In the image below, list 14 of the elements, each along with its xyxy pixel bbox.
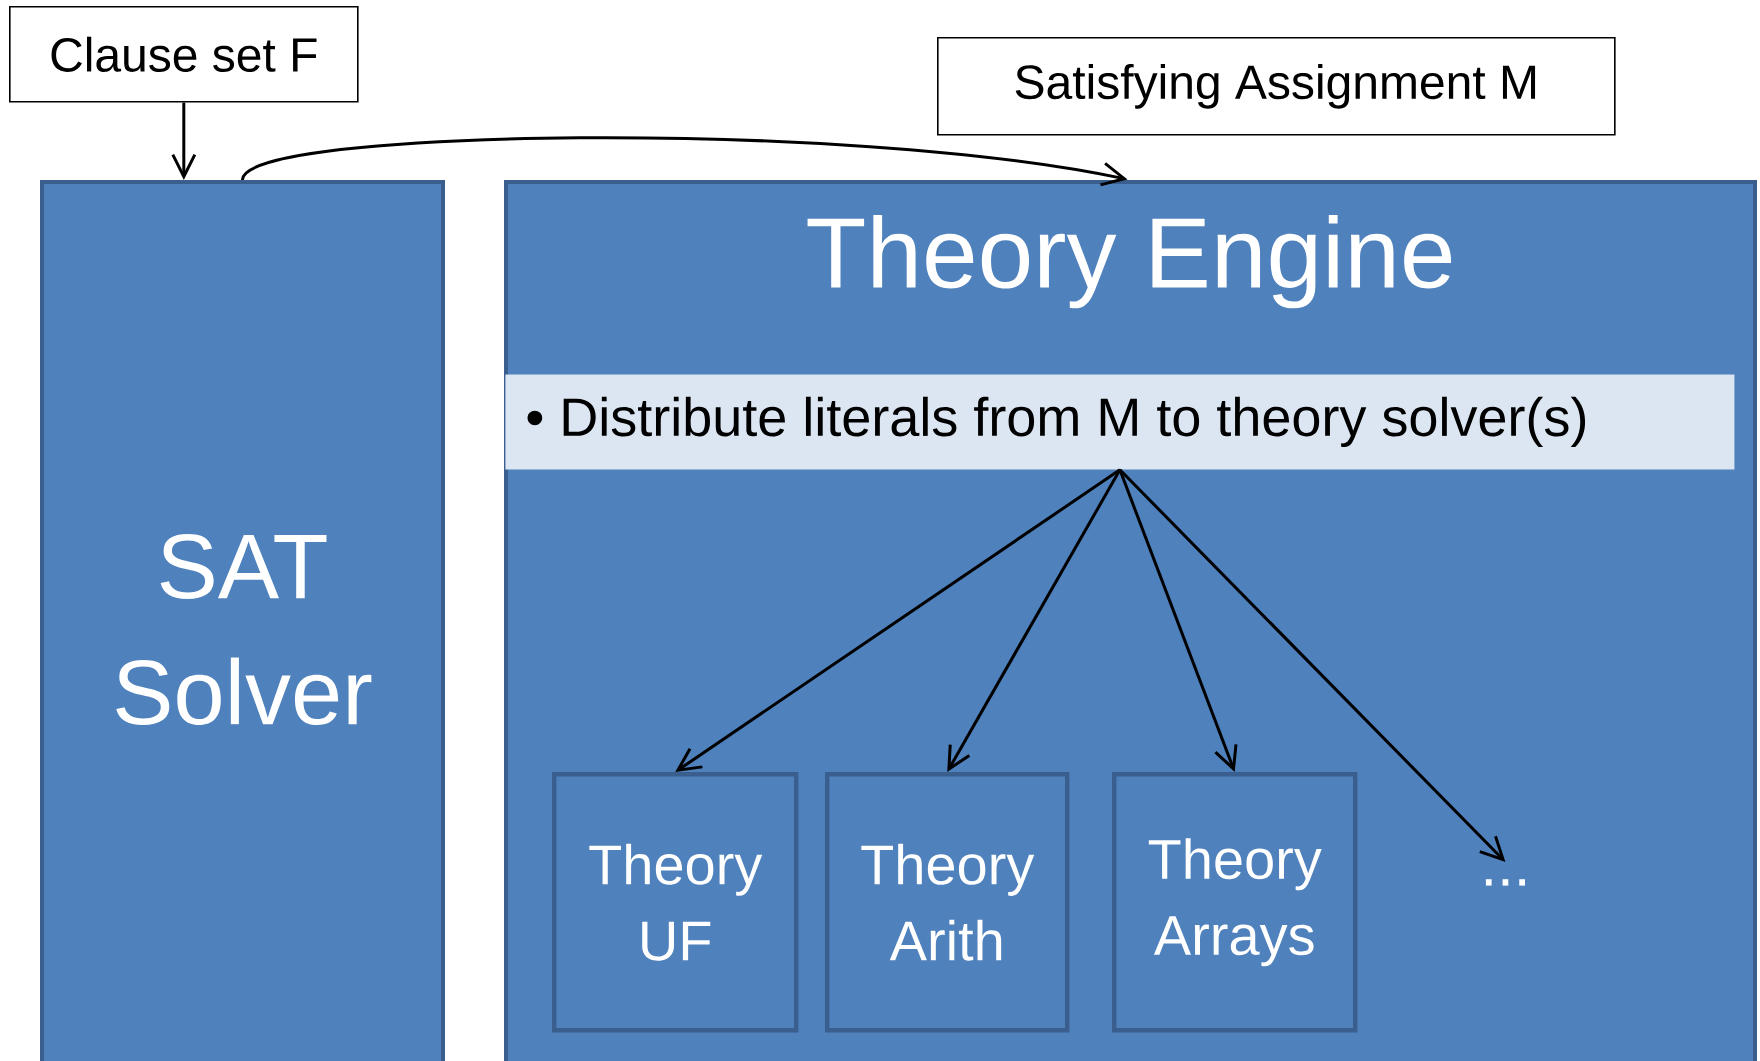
arrow xyxy=(171,102,197,180)
arrow xyxy=(241,136,1128,187)
text-band: • Distribute literals from M to theory solver(s) xyxy=(505,374,1735,470)
arrow xyxy=(947,469,1122,772)
theory-box: Theory Arrays xyxy=(1112,772,1358,1033)
arrow xyxy=(675,468,1121,772)
arrow xyxy=(1118,469,1238,772)
theory-box: Theory Arith xyxy=(825,772,1070,1033)
label-box: Clause set F xyxy=(9,6,359,103)
ellipsis-text: ... xyxy=(1485,879,1525,886)
arrow xyxy=(1118,468,1506,862)
solver-box: SAT Solver xyxy=(40,180,445,1061)
theory-box: Theory UF xyxy=(552,772,799,1033)
label-box: Satisfying Assignment M xyxy=(937,37,1616,136)
